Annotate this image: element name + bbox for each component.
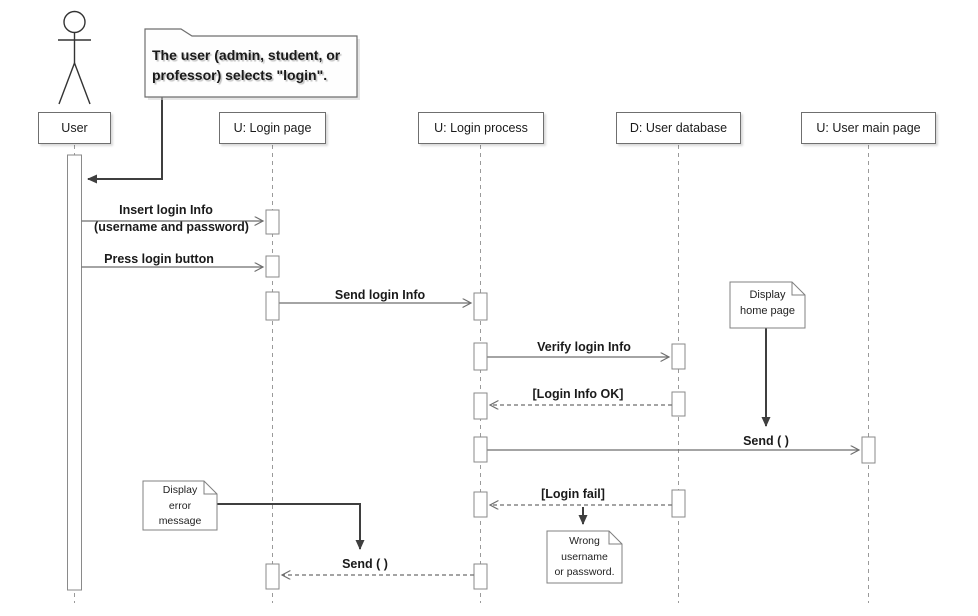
- activation-login-process-4: [473, 436, 488, 463]
- note-shapes: [142, 28, 806, 584]
- note-connector-display-error: [217, 503, 365, 550]
- note-text-display-home: Display home page: [739, 289, 796, 317]
- message-label-insert-login-info: Insert login Info: [119, 203, 213, 217]
- actor-leg-right: [73, 62, 91, 105]
- actor-head: [63, 10, 86, 34]
- message-label-send-main-page: Send ( ): [743, 434, 789, 448]
- message-label-press-login-button: Press login button: [104, 252, 214, 266]
- activation-database-3: [671, 489, 686, 518]
- note-login-selection-shape: [144, 28, 358, 98]
- note-text-wrong-credentials: Wrong username or password.: [554, 535, 615, 578]
- note-text-display-error: Display error message: [158, 484, 202, 527]
- message-label-verify-login-info: Verify login Info: [537, 340, 631, 354]
- message-label-send-login-page: Send ( ): [342, 557, 388, 571]
- message-sublabel-username-password: (username and password): [94, 220, 249, 234]
- note-connectors: [87, 97, 771, 550]
- message-arrows: [81, 221, 860, 575]
- note-display-error-fold: [203, 481, 217, 495]
- activation-login-page-3: [265, 291, 280, 321]
- note-text-login-selection: The user (admin, student, or professor) …: [152, 47, 341, 83]
- activation-login-process-1: [473, 292, 488, 321]
- message-label-send-login-info: Send login Info: [334, 288, 426, 302]
- actor-icon: [58, 10, 91, 105]
- message-label-login-info-ok: [Login Info OK]: [532, 387, 624, 401]
- lifeline-header-user-main-page: U: User main page: [801, 112, 936, 144]
- activation-main-page-1: [861, 436, 876, 464]
- activation-login-process-5: [473, 491, 488, 518]
- lifeline-header-user: User: [38, 112, 111, 144]
- activation-login-page-4: [265, 563, 280, 590]
- lifeline-header-user-database: D: User database: [616, 112, 741, 144]
- activation-database-1: [671, 343, 686, 370]
- activation-login-process-2: [473, 342, 488, 371]
- activation-database-2: [671, 391, 686, 417]
- lifeline-header-login-page: U: Login page: [219, 112, 326, 144]
- note-display-home-fold: [791, 282, 805, 296]
- activation-login-process-6: [473, 563, 488, 590]
- note-wrong-credentials-fold: [608, 531, 622, 545]
- activation-bars: [67, 154, 876, 591]
- activation-user: [67, 154, 82, 591]
- actor-leg-left: [58, 62, 76, 105]
- note-connector-login-selection: [87, 97, 163, 184]
- note-display-home-shape: [729, 281, 806, 329]
- lifeline-header-login-process: U: Login process: [418, 112, 544, 144]
- activation-login-page-1: [265, 209, 280, 235]
- note-display-error-shape: [142, 480, 218, 531]
- activation-login-page-2: [265, 255, 280, 278]
- activation-login-process-3: [473, 392, 488, 420]
- note-wrong-credentials-shape: [546, 530, 623, 584]
- message-label-login-fail: [Login fail]: [541, 487, 605, 501]
